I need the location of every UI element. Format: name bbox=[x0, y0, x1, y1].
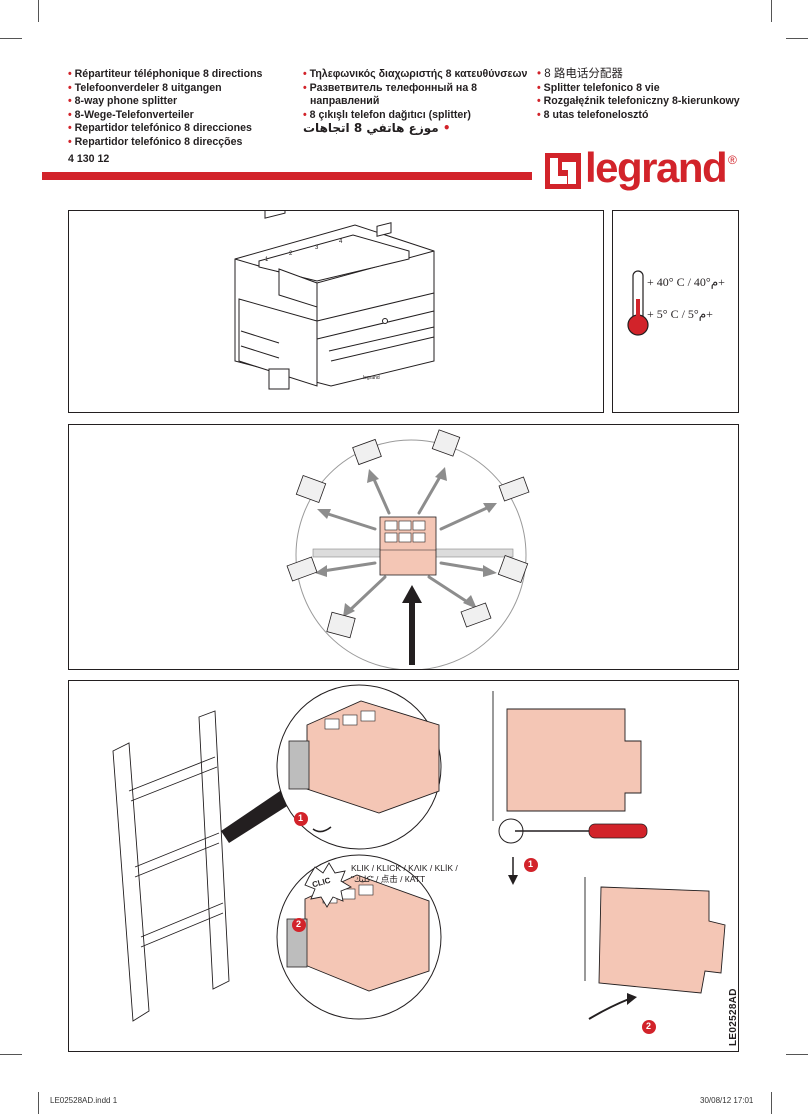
title-nl: Telefoonverdeler 8 uitgangen bbox=[68, 82, 262, 96]
title-ru: Разветвитель телефонный на 8 bbox=[303, 82, 527, 96]
title-hu: 8 utas telefonelosztó bbox=[537, 109, 740, 123]
installation-panel: KLIK / KLICK / ΚΛΙΚ / KLİK / "كليك" / 点击… bbox=[68, 680, 739, 1052]
step2-zoom-badge: 2 bbox=[296, 919, 302, 929]
svg-text:3: 3 bbox=[315, 245, 319, 251]
svg-text:2: 2 bbox=[289, 251, 293, 257]
crop-mark bbox=[771, 0, 772, 22]
step1-zoom-badge: 1 bbox=[298, 813, 304, 823]
step2-right-badge: 2 bbox=[646, 1021, 652, 1031]
registered-mark: ® bbox=[728, 153, 737, 167]
title-pt: Repartidor telefónico 8 direcções bbox=[68, 136, 262, 150]
title-fr: Répartiteur téléphonique 8 directions bbox=[68, 68, 263, 82]
klik-caption: KLIK / KLICK / ΚΛΙΚ / KLİK / "كليك" / 点击… bbox=[351, 863, 458, 885]
klik-line1: KLIK / KLICK / ΚΛΙΚ / KLİK / bbox=[351, 863, 458, 873]
temperature-panel: + 40° C / م°40+ + 5° C / م°5+ bbox=[612, 210, 739, 413]
device-view-panel: 1 2 3 4 legrand bbox=[68, 176, 604, 413]
crop-mark bbox=[0, 38, 22, 39]
crop-mark bbox=[38, 0, 39, 22]
title-it: Splitter telefonico 8 vie bbox=[537, 82, 740, 96]
title-ar: موزع هاتفي 8 اتجاهات • bbox=[303, 121, 451, 136]
product-titles-col2: Τηλεφωνικός διαχωριστής 8 κατευθύνσεων Р… bbox=[303, 68, 527, 136]
title-de: 8-Wege-Telefonverteiler bbox=[68, 109, 262, 123]
document-code: LE02528AD bbox=[728, 988, 739, 1046]
legrand-mark-icon bbox=[545, 153, 581, 189]
installation-illustration bbox=[112, 684, 726, 1034]
thermometer-icon bbox=[627, 270, 649, 336]
klik-line2: "كليك" / 点击 / КАТТ bbox=[351, 874, 426, 884]
crop-mark bbox=[786, 1054, 808, 1055]
phone-splitter-device-illustration: 1 2 3 4 legrand bbox=[234, 176, 435, 390]
title-zh: 8 路电话分配器 bbox=[537, 68, 740, 82]
splitter-connection-illustration bbox=[286, 429, 530, 671]
title-es: Repartidor telefónico 8 direcciones bbox=[68, 122, 262, 136]
svg-text:4: 4 bbox=[339, 239, 343, 245]
title-ru-cont: направлений bbox=[310, 95, 380, 108]
product-titles-col1: Répartiteur téléphonique 8 directions Te… bbox=[68, 68, 263, 150]
svg-text:legrand: legrand bbox=[363, 375, 380, 381]
footer-date: 30/08/12 17:01 bbox=[700, 1096, 754, 1105]
temperature-max: + 40° C / م°40+ bbox=[647, 275, 725, 289]
crop-mark bbox=[771, 1092, 772, 1114]
temperature-min: + 5° C / م°5+ bbox=[647, 307, 713, 321]
footer-file: LE02528AD.indd 1 bbox=[50, 1096, 118, 1105]
connection-diagram-panel bbox=[68, 424, 739, 671]
red-rule bbox=[42, 172, 532, 180]
title-ar-text: موزع هاتفي 8 اتجاهات bbox=[303, 121, 439, 136]
crop-mark bbox=[0, 1054, 22, 1055]
legrand-logo: legrand ® bbox=[545, 144, 745, 196]
product-titles-col3: 8 路电话分配器 Splitter telefonico 8 vie Rozga… bbox=[537, 68, 740, 122]
title-pl: Rozgałęźnik telefoniczny 8-kierunkowy bbox=[537, 95, 740, 109]
svg-text:1: 1 bbox=[265, 257, 269, 263]
step1-right-badge: 1 bbox=[528, 859, 534, 869]
crop-mark bbox=[786, 38, 808, 39]
crop-mark bbox=[38, 1092, 39, 1114]
product-reference: 4 130 12 bbox=[68, 153, 110, 165]
title-en: 8-way phone splitter bbox=[68, 95, 262, 109]
title-el: Τηλεφωνικός διαχωριστής 8 κατευθύνσεων bbox=[303, 68, 528, 82]
title-tr: 8 çıkışlı telefon dağıtıcı (splitter) bbox=[303, 109, 527, 123]
brand-name: legrand bbox=[585, 144, 728, 191]
